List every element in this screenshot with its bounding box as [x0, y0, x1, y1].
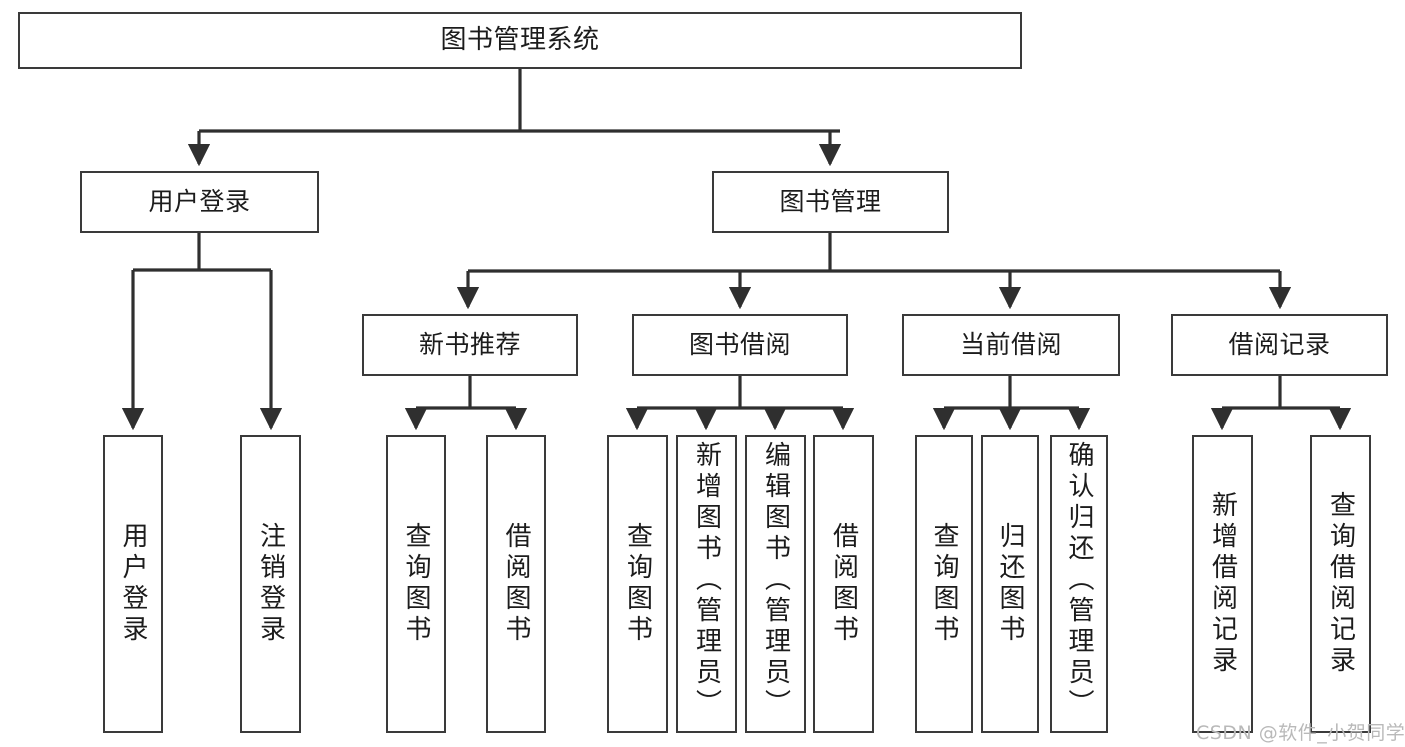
- node-book-borrow[interactable]: 图书借阅: [632, 314, 848, 376]
- leaf-user-login-label: 用户登录: [118, 522, 148, 646]
- leaf-return-book-label: 归还图书: [995, 522, 1025, 646]
- leaf-add-record-label: 新增借阅记录: [1207, 491, 1238, 677]
- leaf-confirm-return[interactable]: 确认归还（管理员）: [1050, 435, 1108, 733]
- node-book-manage-label: 图书管理: [779, 187, 882, 216]
- leaf-query-book-1-label: 查询图书: [401, 522, 431, 646]
- leaf-confirm-return-label: 确认归还（管理员）: [1064, 441, 1094, 720]
- node-borrow-record-label: 借阅记录: [1228, 330, 1331, 359]
- node-new-book-rec-label: 新书推荐: [418, 330, 521, 359]
- leaf-borrow-book-2-label: 借阅图书: [828, 522, 859, 646]
- leaf-borrow-book-1[interactable]: 借阅图书: [486, 435, 546, 733]
- csdn-watermark: CSDN @软件_小贺同学: [1196, 722, 1405, 744]
- node-borrow-record[interactable]: 借阅记录: [1171, 314, 1388, 376]
- node-user-login[interactable]: 用户登录: [80, 171, 319, 233]
- leaf-query-book-2-label: 查询图书: [622, 522, 653, 646]
- leaf-user-logout[interactable]: 注销登录: [240, 435, 301, 733]
- leaf-return-book[interactable]: 归还图书: [981, 435, 1039, 733]
- node-new-book-rec[interactable]: 新书推荐: [362, 314, 578, 376]
- leaf-add-book-label: 新增图书（管理员）: [691, 441, 722, 720]
- leaf-query-book-3[interactable]: 查询图书: [915, 435, 973, 733]
- node-current-borrow-label: 当前借阅: [959, 330, 1062, 359]
- leaf-query-record-label: 查询借阅记录: [1325, 491, 1356, 677]
- node-root[interactable]: 图书管理系统: [18, 12, 1022, 69]
- leaf-add-book[interactable]: 新增图书（管理员）: [676, 435, 737, 733]
- leaf-query-book-3-label: 查询图书: [929, 522, 959, 646]
- node-book-borrow-label: 图书借阅: [688, 330, 791, 359]
- leaf-borrow-book-1-label: 借阅图书: [501, 522, 531, 646]
- node-book-manage[interactable]: 图书管理: [712, 171, 949, 233]
- leaf-edit-book[interactable]: 编辑图书（管理员）: [745, 435, 806, 733]
- leaf-user-logout-label: 注销登录: [255, 522, 286, 646]
- node-current-borrow[interactable]: 当前借阅: [902, 314, 1120, 376]
- leaf-add-record[interactable]: 新增借阅记录: [1192, 435, 1253, 733]
- leaf-query-record[interactable]: 查询借阅记录: [1310, 435, 1371, 733]
- leaf-query-book-1[interactable]: 查询图书: [386, 435, 446, 733]
- node-user-login-label: 用户登录: [148, 187, 251, 216]
- node-root-label: 图书管理系统: [440, 24, 600, 55]
- leaf-edit-book-label: 编辑图书（管理员）: [760, 441, 791, 720]
- leaf-user-login[interactable]: 用户登录: [103, 435, 163, 733]
- leaf-borrow-book-2[interactable]: 借阅图书: [813, 435, 874, 733]
- leaf-query-book-2[interactable]: 查询图书: [607, 435, 668, 733]
